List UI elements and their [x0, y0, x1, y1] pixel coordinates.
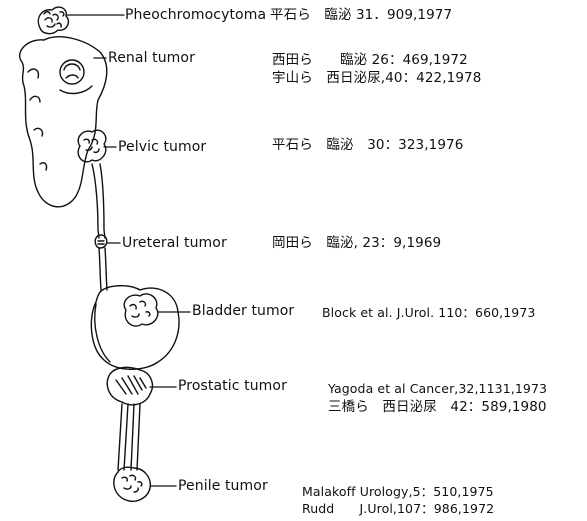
- adrenal-gland-drawing: [38, 7, 68, 34]
- kidney-drawing: [20, 37, 107, 207]
- tumor-item-pelvic: Pelvic tumor: [118, 139, 206, 155]
- urethra-drawing: [118, 404, 140, 470]
- prostate-drawing: [107, 367, 152, 404]
- tumor-item-prostatic: Prostatic tumor: [178, 378, 287, 394]
- tumor-name: Penile tumor: [178, 478, 268, 494]
- tumor-ref-prostatic-2: 三橋ら 西日泌尿 42：589,1980: [328, 399, 547, 415]
- tumor-ref-penile-2: Rudd J.Urol,107：986,1972: [302, 501, 494, 517]
- tumor-name: Renal tumor: [108, 50, 195, 66]
- tumor-name: Ureteral tumor: [122, 235, 227, 251]
- ureter-drawing: [92, 164, 107, 290]
- tumor-item-renal: Renal tumor: [108, 50, 195, 66]
- tumor-item-penile: Penile tumor: [178, 478, 268, 494]
- tumor-ref-penile-1: Malakoff Urology,5：510,1975: [302, 484, 494, 500]
- tumor-item-pheochromocytoma: Pheochromocytoma 平石ら 臨泌 31．909,1977: [125, 7, 266, 23]
- tumor-ref-renal-1: 西田ら 臨泌 26：469,1972: [272, 52, 468, 68]
- tumor-ref-ureteral: 岡田ら 臨泌, 23：9,1969: [272, 235, 441, 251]
- tumor-name: Prostatic tumor: [178, 378, 287, 394]
- penis-drawing: [114, 467, 150, 501]
- tumor-item-bladder: Bladder tumor: [192, 303, 294, 319]
- tumor-item-ureteral: Ureteral tumor: [122, 235, 227, 251]
- tumor-ref: 平石ら 臨泌 31．909,1977: [270, 7, 452, 23]
- tumor-ref-bladder: Block et al. J.Urol. 110：660,1973: [322, 305, 535, 321]
- tumor-name: Pelvic tumor: [118, 139, 206, 155]
- tumor-ref-pelvic: 平石ら 臨泌 30：323,1976: [272, 137, 463, 153]
- tumor-ref-prostatic-1: Yagoda et al Cancer,32,1131,1973: [328, 381, 547, 397]
- tumor-name: Pheochromocytoma: [125, 7, 266, 23]
- tumor-ref-renal-2: 宇山ら 西日泌尿,40：422,1978: [272, 70, 481, 86]
- bladder-drawing: [91, 286, 179, 370]
- tumor-name: Bladder tumor: [192, 303, 294, 319]
